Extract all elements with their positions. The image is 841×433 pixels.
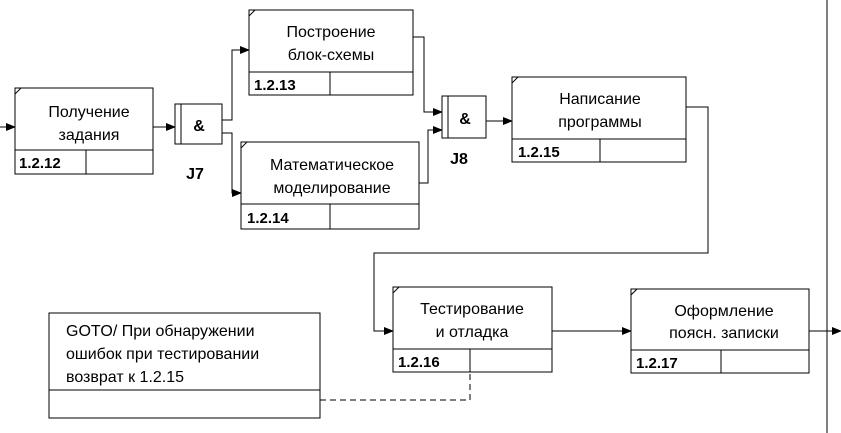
box-1212-title-line2: задания — [59, 127, 120, 144]
box-1214-title-line2: моделирование — [273, 180, 390, 197]
box-1217-title-line2: поясн. записки — [669, 325, 779, 342]
box-1215-number: 1.2.15 — [518, 144, 560, 161]
junction-j7-label: J7 — [186, 166, 204, 183]
junction-j7: & J7 — [174, 103, 223, 183]
junction-j8-symbol: & — [459, 111, 471, 128]
uob-box-1213: Построение блок-схемы 1.2.13 — [248, 9, 414, 96]
box-1215-title-line1: Написание — [559, 91, 641, 108]
box-1214-number: 1.2.14 — [247, 210, 289, 227]
note-line3: возврат к 1.2.15 — [66, 369, 184, 386]
box-1214-title-line1: Математическое — [270, 157, 394, 174]
uob-box-1214: Математическое моделирование 1.2.14 — [240, 141, 420, 230]
arrow-1214-j8 — [419, 126, 443, 184]
arrow-1213-j8 — [413, 36, 443, 116]
uob-box-1217: Оформление поясн. записки 1.2.17 — [630, 288, 810, 374]
box-1212-number: 1.2.12 — [19, 155, 61, 172]
box-1216-title-line1: Тестирование — [420, 301, 524, 318]
junction-j8: & J8 — [441, 95, 487, 168]
box-1216-title-line2: и отладка — [436, 324, 509, 341]
box-1213-title-line2: блок-схемы — [288, 47, 374, 64]
junction-j8-label: J8 — [450, 151, 468, 168]
box-1213-title-line1: Построение — [286, 24, 375, 41]
uob-box-1216: Тестирование и отладка 1.2.16 — [392, 286, 553, 373]
arrow-j7-1214 — [222, 132, 242, 197]
arrow-j7-1213 — [222, 46, 250, 121]
box-1212-title-line1: Получение — [48, 104, 129, 121]
uob-box-1215: Написание программы 1.2.15 — [511, 76, 687, 163]
arrow-1215-1216 — [373, 106, 709, 335]
box-1213-number: 1.2.13 — [254, 77, 296, 94]
box-1217-title-line1: Оформление — [674, 303, 773, 320]
note-line1: GOTO/ При обнаружении — [66, 323, 255, 340]
goto-note: GOTO/ При обнаружении ошибок при тестиро… — [48, 312, 321, 419]
box-1217-number: 1.2.17 — [636, 355, 678, 372]
box-1215-title-line2: программы — [558, 114, 642, 131]
uob-box-1212: Получение задания 1.2.12 — [14, 87, 154, 175]
note-line2: ошибок при тестировании — [66, 346, 259, 363]
junction-j7-symbol: & — [193, 118, 205, 135]
box-1216-number: 1.2.16 — [398, 354, 440, 371]
